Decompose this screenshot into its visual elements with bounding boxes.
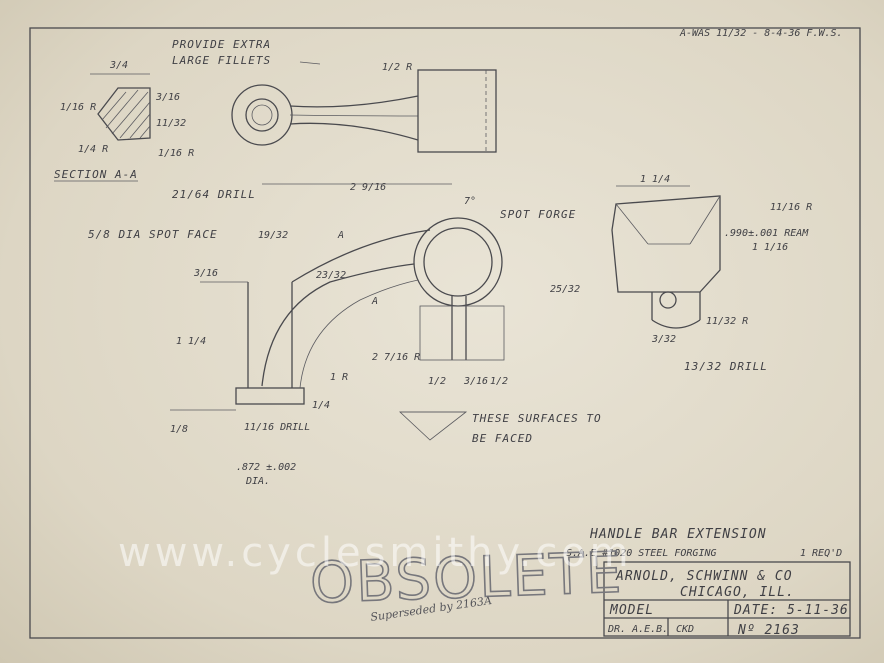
drawn-by: DR. A.E.B. (607, 624, 668, 635)
svg-text:1/16 R: 1/16 R (60, 102, 96, 113)
note-fillets-1: PROVIDE EXTRA (172, 38, 271, 51)
company-city: CHICAGO, ILL. (680, 585, 795, 600)
svg-text:3/16: 3/16 (155, 92, 180, 103)
svg-text:11/32 R: 11/32 R (706, 316, 748, 327)
svg-text:11/16 DRILL: 11/16 DRILL (244, 422, 310, 433)
svg-text:1 R: 1 R (330, 372, 348, 383)
note-drill-13-32: 13/32 DRILL (684, 360, 768, 373)
side-view: 1 1/4 11/16 R 1 1/16 .990±.001 REAM 11/3… (611, 174, 812, 373)
svg-text:1/2 R: 1/2 R (382, 62, 412, 73)
quantity: 1 REQ'D (800, 548, 842, 559)
watermark: www.cyclesmithy.com (118, 530, 633, 576)
svg-text:1 1/16: 1 1/16 (752, 242, 788, 253)
section-a-a: 3/4 1/16 R 3/16 11/32 1/4 R 1/16 R SECTI… (54, 60, 194, 182)
svg-text:11/16 R: 11/16 R (770, 202, 812, 213)
svg-text:3/16: 3/16 (463, 376, 488, 387)
svg-text:3/32: 3/32 (651, 334, 676, 345)
checked-by: CKD (676, 624, 694, 635)
sheet-border (29, 27, 861, 639)
svg-text:.990±.001 REAM: .990±.001 REAM (724, 228, 809, 239)
svg-text:11/32: 11/32 (156, 118, 186, 129)
svg-text:1/2: 1/2 (428, 376, 446, 387)
top-view: 1/2 R 2 9/16 7° (231, 62, 497, 207)
note-fillets-2: LARGE FILLETS (172, 54, 271, 67)
svg-text:A: A (371, 296, 378, 307)
svg-text:25/32: 25/32 (550, 284, 580, 295)
note-drill-21-64: 21/64 DRILL (172, 188, 256, 201)
svg-text:3/16: 3/16 (193, 268, 218, 279)
dia-value: .872 ±.002 (236, 462, 296, 473)
obsolete-stamp: OBSOLETE (309, 541, 624, 617)
drawing-number: Nº 2163 (737, 623, 800, 638)
model-label: MODEL (609, 603, 654, 618)
svg-text:1/16 R: 1/16 R (158, 148, 194, 159)
note-spot-face: 5/8 DIA SPOT FACE (88, 228, 218, 241)
svg-text:7°: 7° (464, 196, 476, 207)
note-faced-2: BE FACED (472, 432, 533, 445)
svg-text:1/2: 1/2 (490, 376, 508, 387)
front-view: 19/32 23/32 1 1/4 2 7/16 R 1 R 25/32 1/2… (170, 217, 580, 487)
drawing-title: HANDLE BAR EXTENSION (589, 527, 767, 542)
revision-note: A-WAS 11/32 - 8-4-36 F.W.S. (679, 28, 843, 39)
title-block: HANDLE BAR EXTENSION S.A.E #1020 STEEL F… (566, 527, 851, 638)
svg-text:2 7/16 R: 2 7/16 R (372, 352, 420, 363)
svg-text:1/8: 1/8 (170, 424, 188, 435)
company-name: ARNOLD, SCHWINN & CO (615, 569, 793, 584)
note-faced-1: THESE SURFACES TO (472, 412, 602, 425)
material: S.A.E #1020 STEEL FORGING (566, 548, 717, 559)
svg-text:23/32: 23/32 (316, 270, 346, 281)
note-spot-forge: SPOT FORGE (500, 208, 576, 221)
svg-text:1/4 R: 1/4 R (78, 144, 108, 155)
svg-text:1 1/4: 1 1/4 (640, 174, 670, 185)
svg-text:19/32: 19/32 (258, 230, 288, 241)
svg-text:A: A (337, 230, 344, 241)
svg-text:1/4: 1/4 (312, 400, 330, 411)
svg-text:2 9/16: 2 9/16 (350, 182, 386, 193)
svg-text:DIA.: DIA. (245, 476, 270, 487)
section-label: SECTION A-A (54, 168, 138, 181)
svg-text:3/4: 3/4 (109, 60, 128, 71)
svg-text:1 1/4: 1 1/4 (176, 336, 206, 347)
date: DATE: 5-11-36 (733, 603, 849, 618)
